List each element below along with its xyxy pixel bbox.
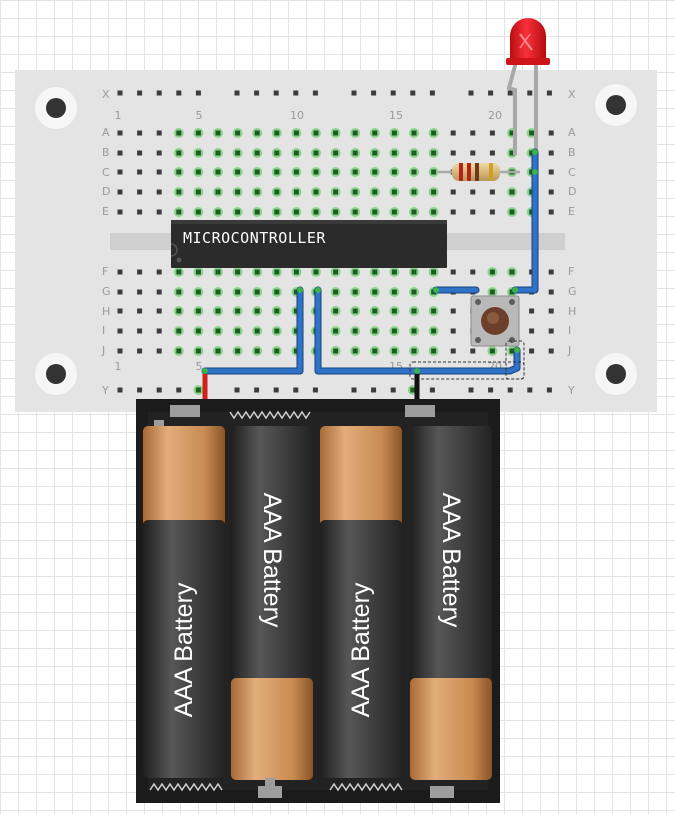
- row-label-g-left: G: [102, 285, 111, 298]
- row-label-e-left: E: [102, 205, 109, 218]
- mounting-holes: [35, 84, 637, 395]
- col-label-1-bottom: 1: [115, 360, 122, 373]
- row-label-a-left: A: [102, 126, 110, 139]
- top-rail-label-left: X: [102, 88, 110, 101]
- row-label-f-left: F: [102, 265, 108, 278]
- col-label-10-top: 10: [290, 109, 304, 122]
- red-led[interactable]: [506, 18, 550, 155]
- row-label-d-right: D: [568, 185, 576, 198]
- wire-ground: [315, 287, 520, 374]
- bottom-rail-label-left: Y: [101, 384, 109, 397]
- row-label-c-left: C: [102, 166, 110, 179]
- row-label-f-right: F: [568, 265, 574, 278]
- wires: [201, 148, 539, 375]
- row-label-j-left: J: [101, 344, 105, 357]
- battery-cell-2-label: AAA Battery: [258, 493, 286, 628]
- battery-cell-1: AAA Battery: [143, 420, 225, 778]
- row-label-i-left: I: [102, 324, 105, 337]
- selection-outline: [409, 340, 525, 380]
- col-label-5-bottom: 5: [196, 360, 203, 373]
- top-rail-label-right: X: [568, 88, 576, 101]
- row-label-a-right: A: [568, 126, 576, 139]
- col-label-1-top: 1: [115, 109, 122, 122]
- row-label-e-right: E: [568, 205, 575, 218]
- battery-pack[interactable]: AAA Battery AAA Battery AAA Battery AAA …: [136, 399, 500, 803]
- row-label-h-left: H: [102, 305, 110, 318]
- battery-cell-3: AAA Battery: [320, 426, 402, 778]
- breadboard-holes: [117, 90, 554, 395]
- battery-cell-1-label: AAA Battery: [170, 582, 198, 717]
- row-label-d-left: D: [102, 185, 110, 198]
- row-labels: X X Y Y A B C D E A B C D E F G H I J F …: [101, 88, 577, 397]
- wire-battery-positive: [202, 287, 303, 374]
- row-label-b-right: B: [568, 146, 576, 159]
- chip-label: MICROCONTROLLER: [183, 229, 326, 247]
- col-label-5-top: 5: [196, 109, 203, 122]
- row-label-g-right: G: [568, 285, 577, 298]
- battery-cell-2: AAA Battery: [231, 426, 313, 786]
- microcontroller-chip[interactable]: MICROCONTROLLER: [170, 220, 447, 268]
- col-label-15-top: 15: [389, 109, 403, 122]
- resistor[interactable]: [438, 163, 520, 181]
- battery-cell-3-label: AAA Battery: [347, 582, 375, 717]
- battery-leads: [202, 374, 420, 400]
- battery-cell-4-label: AAA Battery: [437, 493, 465, 628]
- row-label-c-right: C: [568, 166, 576, 179]
- wire-led: [512, 149, 538, 293]
- row-label-h-right: H: [568, 305, 576, 318]
- battery-cell-4: AAA Battery: [410, 426, 492, 780]
- pushbutton[interactable]: [470, 295, 520, 347]
- wire-endpoints: [202, 149, 538, 374]
- row-label-b-left: B: [102, 146, 110, 159]
- row-label-i-right: I: [568, 324, 571, 337]
- row-label-j-right: J: [567, 344, 571, 357]
- col-label-20-top: 20: [488, 109, 502, 122]
- bottom-rail-label-right: Y: [567, 384, 575, 397]
